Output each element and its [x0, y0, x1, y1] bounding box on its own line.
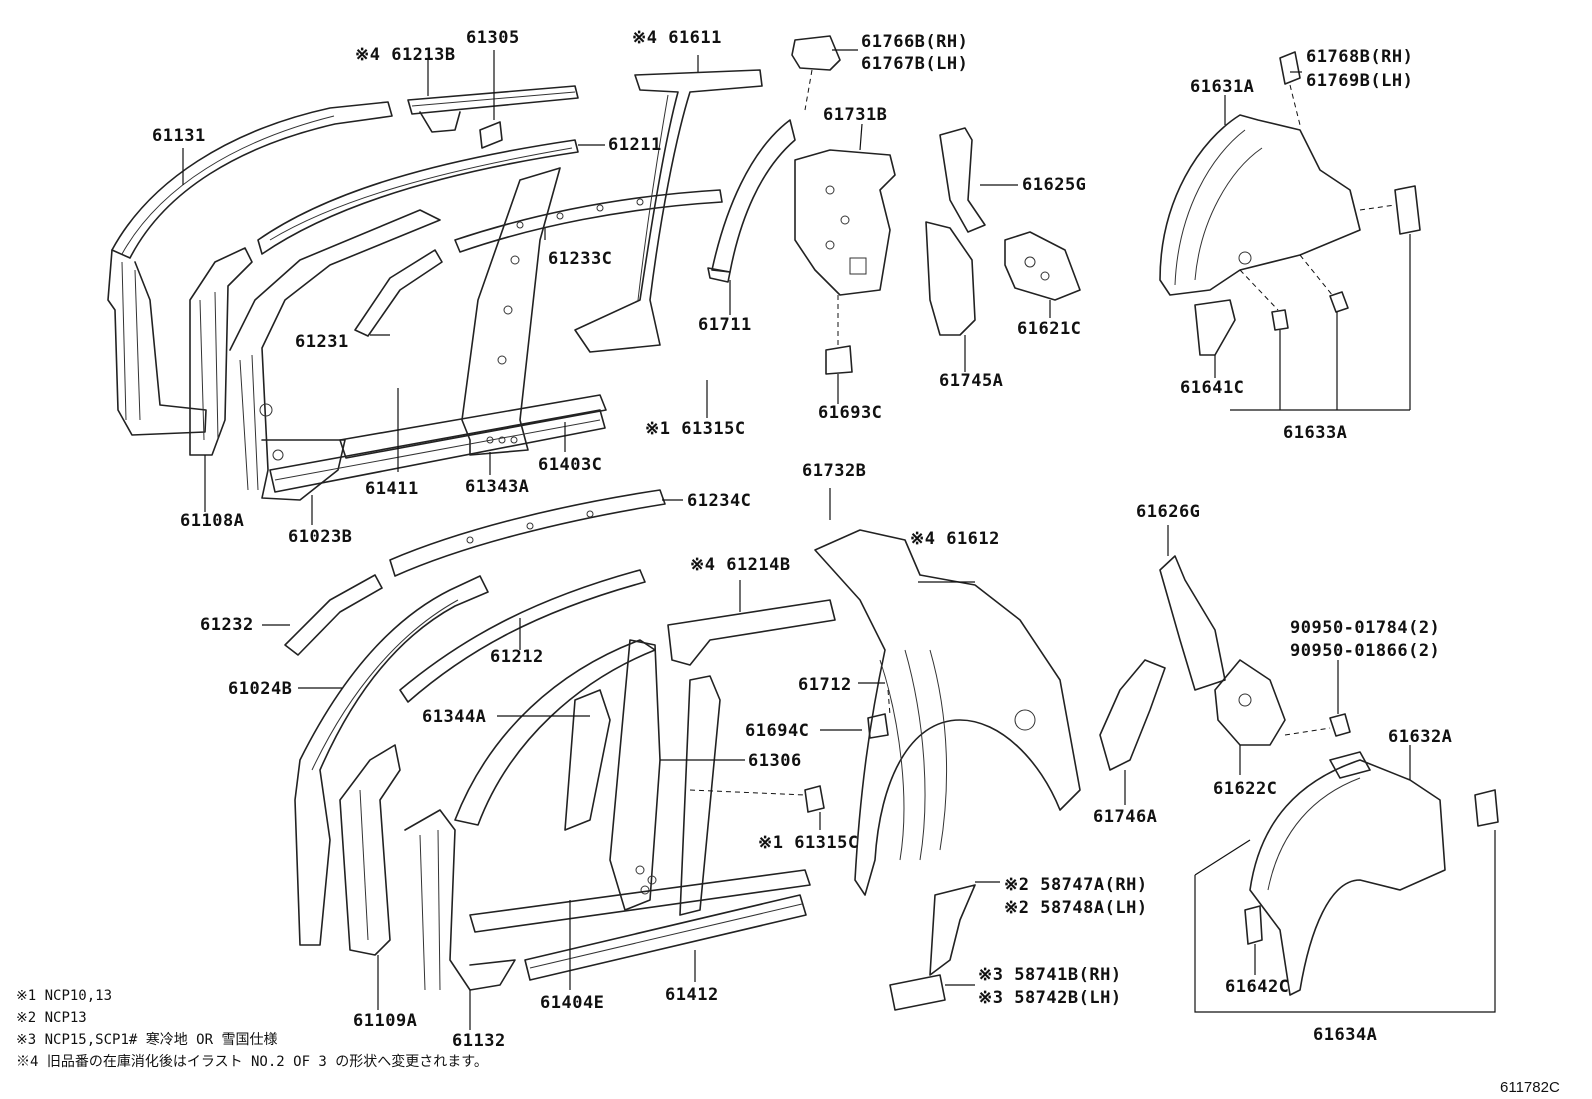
footnote-4: ※4 旧品番の在庫消化後はイラスト NO.2 OF 3 の形状へ変更されます。 — [16, 1053, 488, 1070]
label-61108a[interactable]: 61108A — [180, 511, 244, 531]
label-61211[interactable]: 61211 — [608, 135, 662, 155]
label-58741b[interactable]: ※3 58741B(RH) — [978, 965, 1122, 985]
label-90950-01866[interactable]: 90950-01866(2) — [1290, 641, 1440, 661]
label-61024b[interactable]: 61024B — [228, 679, 292, 699]
label-61634a[interactable]: 61634A — [1313, 1025, 1377, 1045]
label-58748a[interactable]: ※2 58748A(LH) — [1004, 898, 1148, 918]
lower-rear-brackets — [1099, 555, 1351, 771]
label-61214b[interactable]: ※4 61214B — [690, 555, 791, 575]
label-61403c[interactable]: 61403C — [538, 455, 602, 475]
label-61693c[interactable]: 61693C — [818, 403, 882, 423]
label-61212[interactable]: 61212 — [490, 647, 544, 667]
label-61611[interactable]: ※4 61611 — [632, 28, 722, 48]
label-58747a[interactable]: ※2 58747A(RH) — [1004, 875, 1148, 895]
figure-code: 611782C — [1500, 1079, 1560, 1096]
label-61213b[interactable]: ※4 61213B — [355, 45, 456, 65]
label-61642c[interactable]: 61642C — [1225, 977, 1289, 997]
label-61633a[interactable]: 61633A — [1283, 423, 1347, 443]
label-61745a[interactable]: 61745A — [939, 371, 1003, 391]
label-61641c[interactable]: 61641C — [1180, 378, 1244, 398]
leader-lines — [182, 49, 1411, 1030]
label-61305[interactable]: 61305 — [466, 28, 520, 48]
label-90950-01784[interactable]: 90950-01784(2) — [1290, 618, 1440, 638]
label-61769b[interactable]: 61769B(LH) — [1306, 71, 1413, 91]
label-61231[interactable]: 61231 — [295, 332, 349, 352]
label-61233c[interactable]: 61233C — [548, 249, 612, 269]
quarter-inner-panel — [794, 149, 896, 375]
label-61131[interactable]: 61131 — [152, 126, 206, 146]
rear-panel-brackets — [925, 127, 1081, 336]
footnote-1: ※1 NCP10,13 — [16, 988, 112, 1004]
footnote-2: ※2 NCP13 — [16, 1010, 87, 1026]
label-61315c-bottom[interactable]: ※1 61315C — [758, 833, 859, 853]
footnote-3: ※3 NCP15,SCP1# 寒冷地 OR 雪国仕様 — [16, 1031, 277, 1048]
label-61412[interactable]: 61412 — [665, 985, 719, 1005]
label-61343a[interactable]: 61343A — [465, 477, 529, 497]
label-61768b[interactable]: 61768B(RH) — [1306, 47, 1413, 67]
label-61315c-top[interactable]: ※1 61315C — [645, 419, 746, 439]
footnotes: ※1 NCP10,13 ※2 NCP13 ※3 NCP15,SCP1# 寒冷地 … — [16, 988, 488, 1070]
label-61109a[interactable]: 61109A — [353, 1011, 417, 1031]
label-61746a[interactable]: 61746A — [1093, 807, 1157, 827]
label-61712[interactable]: 61712 — [798, 675, 852, 695]
label-61132[interactable]: 61132 — [452, 1031, 506, 1051]
quarter-panel-assembly — [814, 529, 1081, 1011]
label-61626g[interactable]: 61626G — [1136, 502, 1200, 522]
front-wheelhouse-inner-assembly — [1194, 751, 1499, 1013]
label-61622c[interactable]: 61622C — [1213, 779, 1277, 799]
label-61731b[interactable]: 61731B — [823, 105, 887, 125]
label-61711[interactable]: 61711 — [698, 315, 752, 335]
label-61766b[interactable]: 61766B(RH) — [861, 32, 968, 52]
label-61694c[interactable]: 61694C — [745, 721, 809, 741]
label-61621c[interactable]: 61621C — [1017, 319, 1081, 339]
part-labels: 61131 ※4 61213B 61305 ※4 61611 61766B(RH… — [152, 28, 1452, 1051]
label-61232[interactable]: 61232 — [200, 615, 254, 635]
label-61023b[interactable]: 61023B — [288, 527, 352, 547]
lower-side-panel-assembly — [284, 489, 836, 991]
label-61306[interactable]: 61306 — [748, 751, 802, 771]
rear-wheelhouse-inner-assembly — [1159, 51, 1421, 411]
label-61625g[interactable]: 61625G — [1022, 175, 1086, 195]
label-61612[interactable]: ※4 61612 — [910, 529, 1000, 549]
label-61234c[interactable]: 61234C — [687, 491, 751, 511]
label-61411[interactable]: 61411 — [365, 479, 419, 499]
label-61732b[interactable]: 61732B — [802, 461, 866, 481]
label-61404e[interactable]: 61404E — [540, 993, 604, 1013]
label-61632a[interactable]: 61632A — [1388, 727, 1452, 747]
label-61631a[interactable]: 61631A — [1190, 77, 1254, 97]
label-61344a[interactable]: 61344A — [422, 707, 486, 727]
label-58742b[interactable]: ※3 58742B(LH) — [978, 988, 1122, 1008]
upper-side-panel-assembly — [107, 35, 841, 501]
label-61767b[interactable]: 61767B(LH) — [861, 54, 968, 74]
